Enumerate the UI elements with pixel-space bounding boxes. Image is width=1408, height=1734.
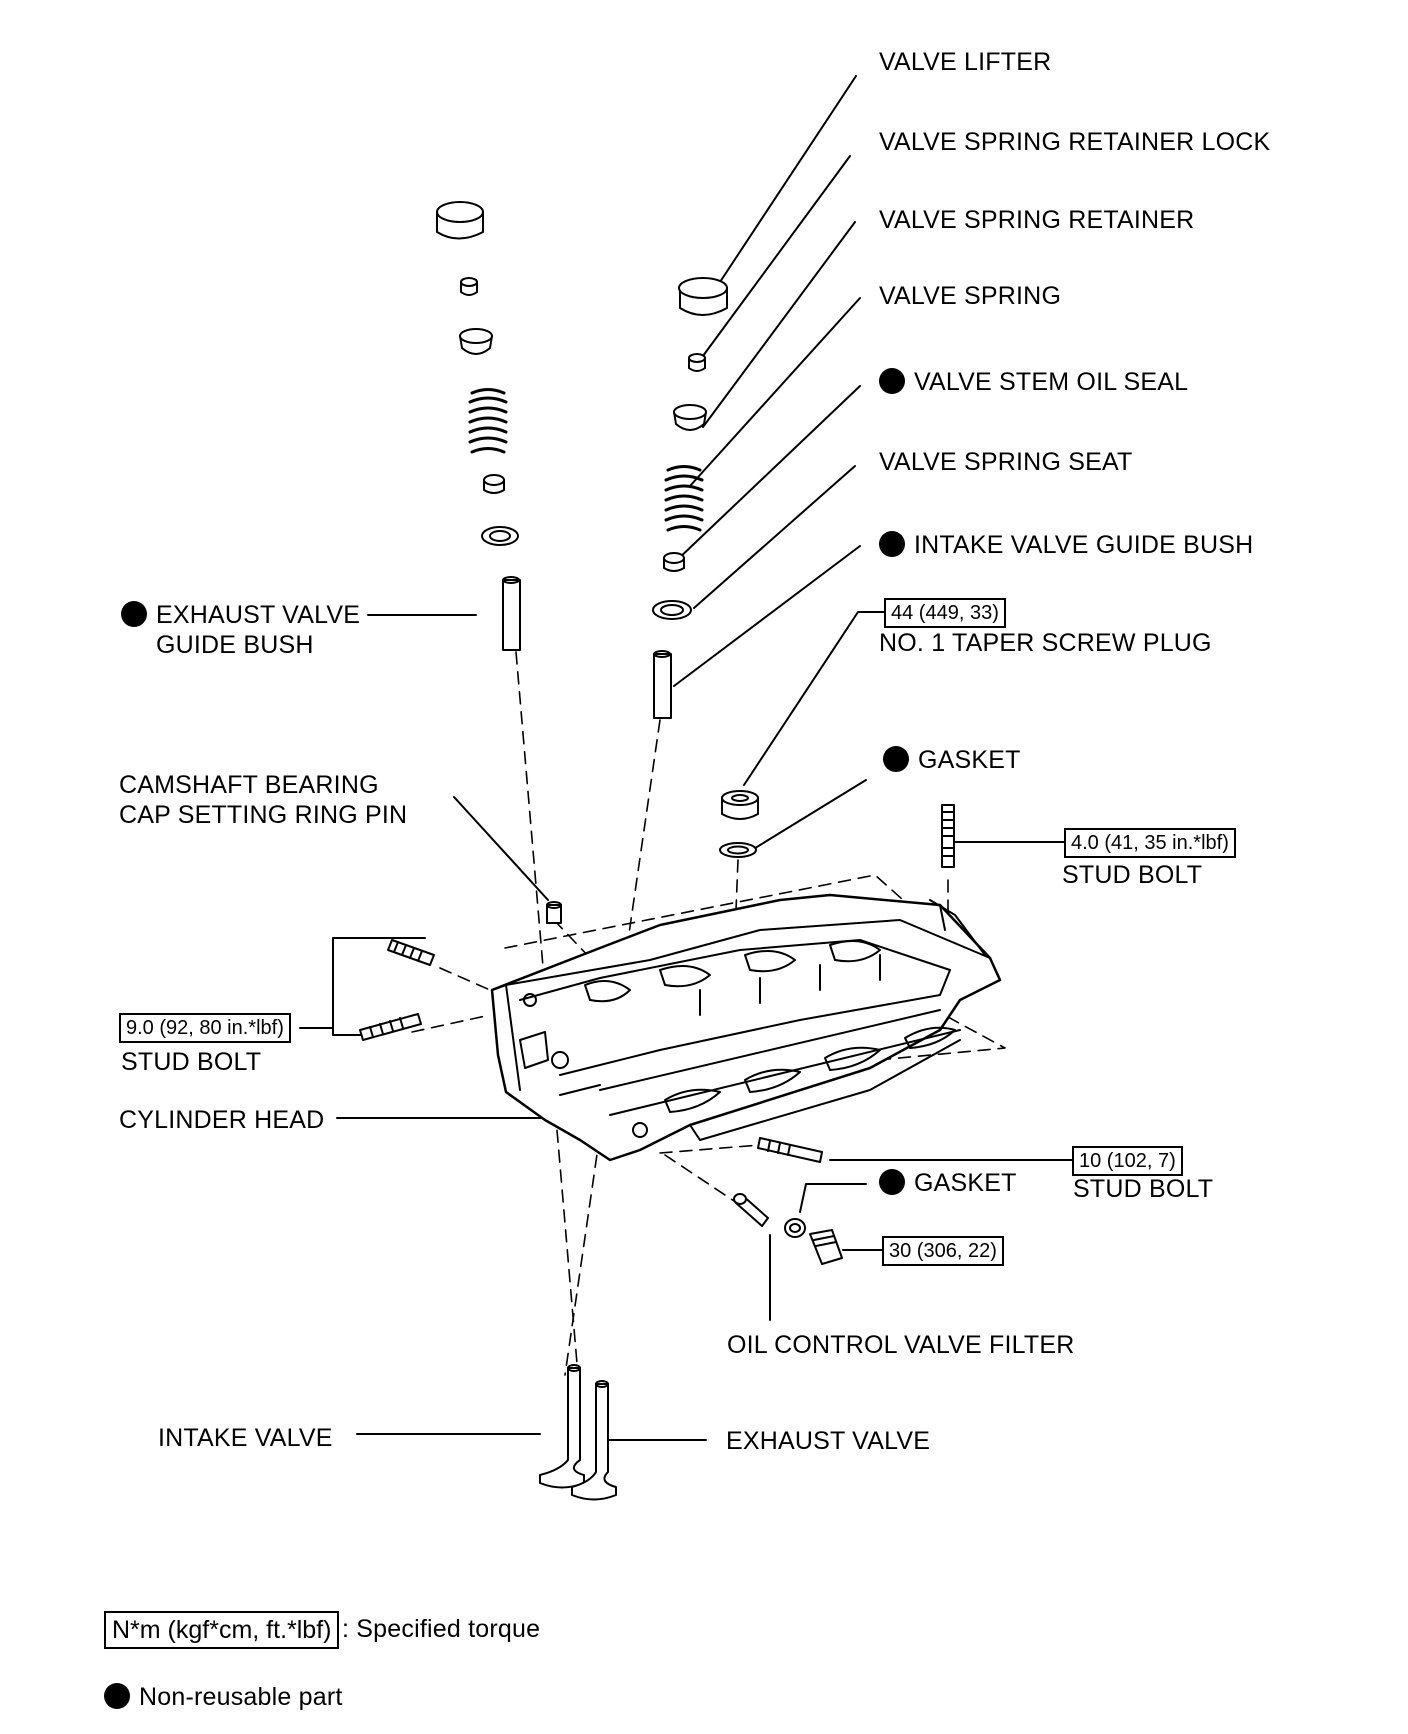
cylinder-head: [490, 893, 1002, 1162]
non-reusable-dot-icon: [879, 531, 905, 557]
taper-screw-plug: [721, 790, 759, 820]
filter-gasket: [784, 1218, 806, 1238]
label-intake-valve-guide-bush: INTAKE VALVE GUIDE BUSH: [879, 530, 1253, 560]
label-valve-spring-seat: VALVE SPRING SEAT: [879, 448, 1133, 476]
legend-nonreusable: Non-reusable part: [104, 1682, 343, 1712]
legend-torque-box: N*m (kgf*cm, ft.*lbf): [104, 1611, 340, 1649]
intake-valve: [539, 1364, 585, 1489]
exhaust-valve: [571, 1380, 617, 1501]
label-valve-spring-retainer-lock: VALVE SPRING RETAINER LOCK: [879, 128, 1271, 156]
label-exhaust-valve-guide-bush: EXHAUST VALVE: [121, 600, 360, 630]
non-reusable-dot-icon: [104, 1683, 130, 1709]
label-text: VALVE STEM OIL SEAL: [914, 368, 1189, 396]
label-oil-control-valve-filter: OIL CONTROL VALVE FILTER: [727, 1331, 1075, 1359]
stud-bolt-upper-left: [387, 939, 435, 966]
label-stud-bolt-lower: STUD BOLT: [1073, 1175, 1214, 1203]
exhaust-retainer-lock: [460, 277, 478, 296]
torque-stud-bolt-right: 4.0 (41, 35 in.*lbf): [1064, 828, 1236, 858]
torque-stud-bolt-left: 9.0 (92, 80 in.*lbf): [119, 1013, 291, 1043]
non-reusable-dot-icon: [121, 601, 147, 627]
label-gasket-top: GASKET: [883, 745, 1021, 775]
label-valve-stem-oil-seal: VALVE STEM OIL SEAL: [879, 367, 1188, 397]
non-reusable-dot-icon: [879, 1169, 905, 1195]
label-stud-bolt-left: STUD BOLT: [121, 1048, 262, 1076]
exhaust-valve-guide-bush: [502, 576, 521, 651]
label-text: INTAKE VALVE GUIDE BUSH: [914, 531, 1254, 559]
intake-retainer-lock: [688, 353, 706, 372]
label-valve-spring-retainer: VALVE SPRING RETAINER: [879, 206, 1195, 234]
intake-spring-seat: [652, 600, 692, 620]
label-text: GASKET: [918, 746, 1021, 774]
stud-bolt-lower: [757, 1137, 823, 1163]
legend-torque-text: : Specified torque: [342, 1615, 541, 1643]
label-cylinder-head: CYLINDER HEAD: [119, 1106, 325, 1134]
stud-bolt-lower-left: [359, 1013, 422, 1041]
label-valve-spring: VALVE SPRING: [879, 282, 1062, 310]
label-valve-lifter: VALVE LIFTER: [879, 48, 1052, 76]
exhaust-spring-seat: [481, 526, 519, 546]
label-exhaust-valve: EXHAUST VALVE: [726, 1427, 931, 1455]
non-reusable-dot-icon: [879, 368, 905, 394]
plug-gasket: [719, 842, 757, 858]
exhaust-valve-spring: [468, 388, 508, 454]
label-gasket-lower: GASKET: [879, 1168, 1017, 1198]
label-exhaust-valve-guide-bush-line2: GUIDE BUSH: [156, 631, 314, 659]
intake-valve-guide-bush: [653, 650, 672, 719]
non-reusable-dot-icon: [883, 746, 909, 772]
label-text: GASKET: [914, 1169, 1017, 1197]
exhaust-stem-oil-seal: [483, 474, 505, 494]
label-camshaft-ring-pin: CAMSHAFT BEARING: [119, 771, 379, 799]
label-stud-bolt-right: STUD BOLT: [1062, 861, 1203, 889]
label-text: EXHAUST VALVE: [156, 601, 361, 629]
filter-plug: [809, 1229, 843, 1265]
intake-spring-retainer: [673, 404, 707, 431]
torque-taper-screw-plug: 44 (449, 33): [884, 598, 1006, 628]
intake-valve-lifter: [678, 277, 728, 316]
label-no1-taper-screw-plug: NO. 1 TAPER SCREW PLUG: [879, 629, 1212, 657]
oil-control-valve-filter: [733, 1193, 769, 1227]
stud-bolt-vertical: [941, 804, 955, 868]
torque-filter-plug: 30 (306, 22): [882, 1236, 1004, 1266]
exhaust-spring-retainer: [459, 328, 493, 355]
legend-nonreusable-text: Non-reusable part: [139, 1683, 343, 1711]
leader-lines: [299, 75, 1073, 1441]
label-camshaft-ring-pin-line2: CAP SETTING RING PIN: [119, 801, 408, 829]
label-intake-valve: INTAKE VALVE: [158, 1424, 333, 1452]
intake-stem-oil-seal: [663, 552, 685, 572]
ring-pin: [546, 901, 562, 924]
intake-valve-spring: [664, 465, 704, 532]
exhaust-valve-lifter: [436, 201, 484, 240]
torque-stud-bolt-lower: 10 (102, 7): [1072, 1146, 1183, 1176]
